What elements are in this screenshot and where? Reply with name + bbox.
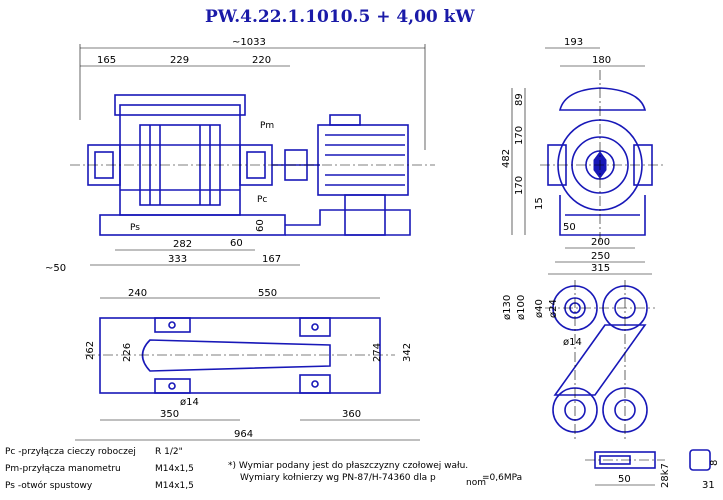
note-line-2-end: =0,6MPa (482, 473, 522, 483)
dim-shaft-31: 31 (702, 480, 715, 491)
legend-pm-value: M14x1,5 (155, 464, 194, 474)
dim-342: 342 (402, 343, 413, 362)
dim-250: 250 (591, 251, 610, 262)
dim-193: 193 (564, 37, 583, 48)
legend-ps-label: Ps -otwór spustowy (5, 480, 93, 491)
dim-60-horizontal: 60 (230, 238, 243, 249)
dim-315: 315 (591, 263, 610, 274)
end-view: 193 180 482 89 170 170 15 50 200 250 315 (501, 37, 665, 275)
dim-60-vertical: 60 (255, 219, 266, 232)
notes: *) Wymiar podany jest do płaszczyzny czo… (228, 461, 522, 488)
dim-167: 167 (262, 254, 281, 265)
dim-165: 165 (97, 55, 116, 66)
dim-333: 333 (168, 254, 187, 265)
dim-229: 229 (170, 55, 189, 66)
dim-flange-130: ø130 (502, 295, 513, 320)
dim-550: 550 (258, 288, 277, 299)
dim-240: 240 (128, 288, 147, 299)
dim-15: 15 (534, 197, 545, 210)
dim-170-upper: 170 (514, 126, 525, 145)
label-ps: Ps (130, 223, 140, 233)
dim-360: 360 (342, 409, 361, 420)
top-view: 240 550 262 226 274 342 ø14 350 360 964 (75, 288, 420, 441)
dim-200: 200 (591, 237, 610, 248)
dim-262: 262 (85, 341, 96, 360)
dim-50-approx: ~50 (45, 263, 66, 274)
note-line-2: Wymiary kołnierzy wg PN-87/H-74360 dla p (240, 473, 436, 483)
legend: Pc -przyłącza cieczy roboczej R 1/2" Pm-… (5, 447, 194, 491)
side-view: ~1033 165 229 220 (45, 37, 435, 274)
label-pm: Pm (260, 121, 274, 131)
drawing-title: PW.4.22.1.1010.5 + 4,00 kW (205, 7, 475, 27)
dim-89: 89 (514, 93, 525, 106)
dim-shaft-8: 8 (709, 460, 720, 466)
dim-964: 964 (234, 429, 253, 440)
legend-pm-label: Pm-przyłącza manometru (5, 464, 121, 474)
dim-350: 350 (160, 409, 179, 420)
note-line-1: *) Wymiar podany jest do płaszczyzny czo… (228, 461, 468, 471)
dim-180: 180 (592, 55, 611, 66)
dim-flange-40: ø40 (534, 299, 545, 318)
dim-50-end: 50 (563, 222, 576, 233)
shaft-detail: 50 28k7 31 8 (585, 449, 720, 491)
dim-220: 220 (252, 55, 271, 66)
dim-274: 274 (372, 343, 383, 362)
legend-pc-label: Pc -przyłącza cieczy roboczej (5, 447, 136, 457)
dim-170-lower: 170 (514, 176, 525, 195)
dim-482: 482 (501, 149, 512, 168)
legend-ps-value: M14x1,5 (155, 481, 194, 491)
dim-282: 282 (173, 239, 192, 250)
dim-226: 226 (122, 343, 133, 362)
dim-shaft-50: 50 (618, 474, 631, 485)
dim-flange-24: ø24 (548, 299, 559, 318)
note-subscript: nom (466, 478, 486, 488)
dim-shaft-28k7: 28k7 (660, 463, 671, 488)
label-hole-flange: ø14 (563, 337, 582, 348)
legend-pc-value: R 1/2" (155, 447, 183, 457)
label-pc: Pc (257, 195, 267, 205)
label-hole-top: ø14 (180, 397, 199, 408)
flange-detail: ø130 ø100 ø40 ø24 ø14 (502, 280, 655, 440)
dim-overall-length: ~1033 (232, 37, 266, 48)
dim-flange-100: ø100 (516, 295, 527, 320)
